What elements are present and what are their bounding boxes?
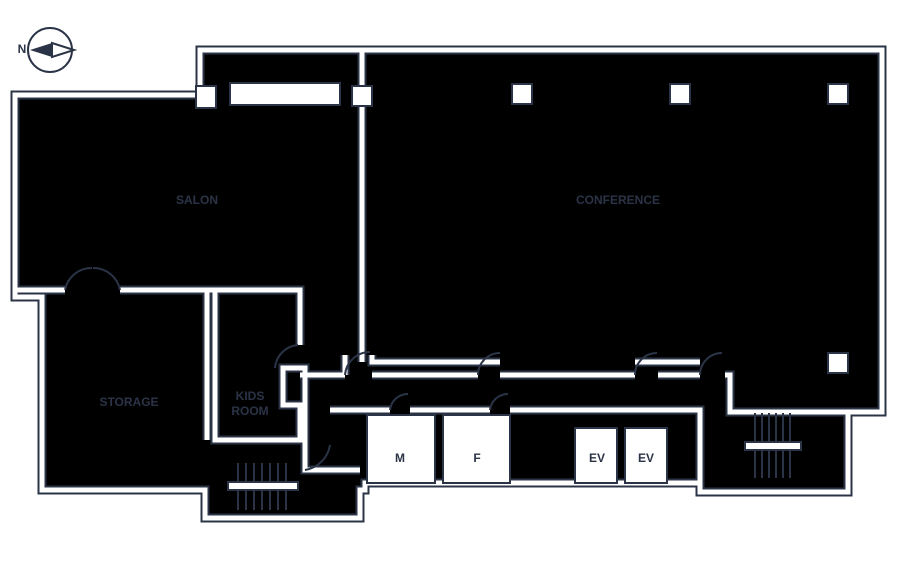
restroom-men — [366, 414, 436, 484]
room-label-salon: SALON — [176, 193, 218, 207]
restroom-women — [442, 414, 511, 484]
room-label-men: M — [395, 451, 405, 465]
compass-label: N — [18, 42, 27, 56]
doors — [64, 266, 723, 471]
room-label-elevator-1: EV — [589, 451, 605, 465]
room-label-elevator-2: EV — [638, 451, 654, 465]
compass-north-arrow-icon: N — [18, 27, 78, 73]
columns — [195, 82, 849, 374]
elevator-2 — [624, 427, 668, 484]
room-label-storage: STORAGE — [99, 395, 158, 409]
room-label-kids-2: ROOM — [231, 404, 268, 418]
room-label-women: F — [473, 451, 480, 465]
room-label-conference: CONFERENCE — [576, 193, 660, 207]
elevator-1 — [574, 427, 618, 484]
salon-counter — [229, 82, 341, 106]
stairs-left — [227, 463, 299, 510]
stairs-right — [744, 413, 802, 478]
room-label-kids-1: KIDS — [236, 389, 265, 403]
